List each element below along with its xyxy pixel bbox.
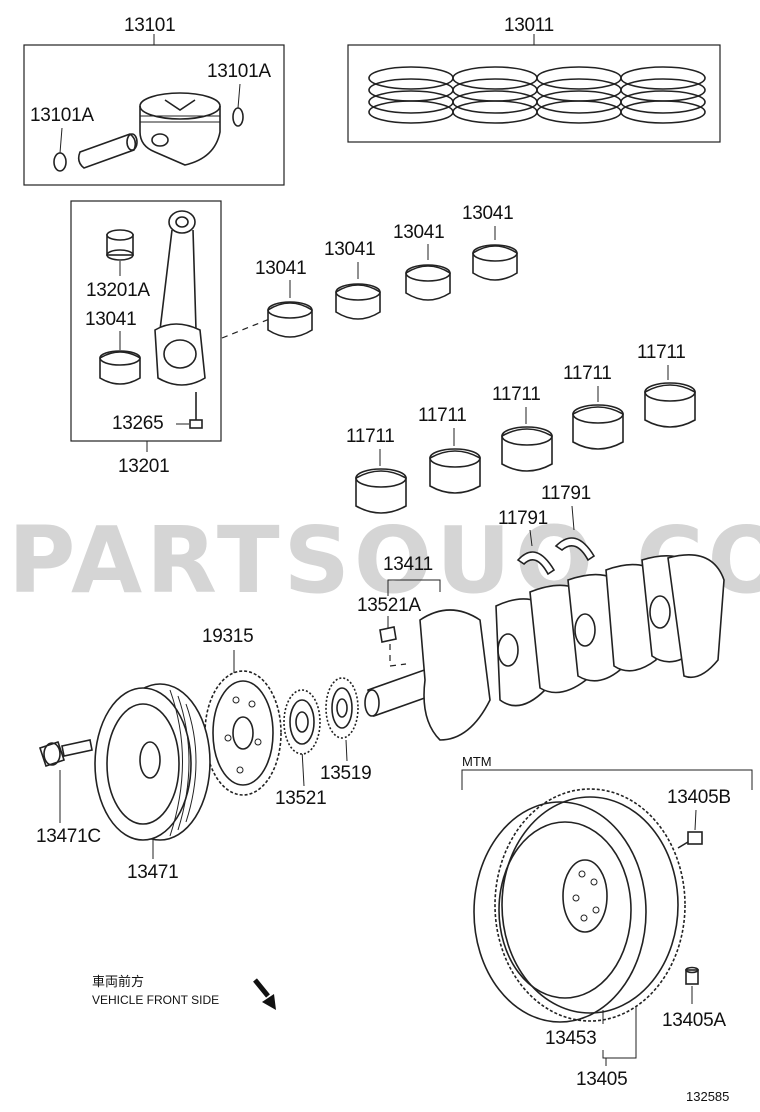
callout-11711-3[interactable]: 11711	[492, 384, 541, 405]
timing-rotor-part[interactable]	[204, 670, 282, 796]
thrust-washer-2-part[interactable]	[554, 537, 596, 562]
piston-group: 13101 13101A 13101A	[23, 15, 285, 186]
ring-set-1-part[interactable]	[368, 66, 454, 124]
main-bearing-1-part[interactable]	[355, 468, 407, 514]
callout-13471[interactable]: 13471	[127, 862, 179, 883]
snap-ring-right-part[interactable]	[232, 107, 244, 127]
callout-13101[interactable]: 13101	[124, 15, 176, 36]
callout-13521[interactable]: 13521	[275, 788, 327, 809]
crankshaft-part[interactable]	[364, 554, 725, 741]
variant-label: MTM	[462, 754, 492, 769]
callout-13405A[interactable]: 13405A	[662, 1010, 727, 1031]
conrod-bearings: 13041 13041 13041 13041	[255, 203, 518, 338]
conrod-bearing-in-box-part[interactable]	[99, 350, 141, 385]
ring-set-2-part[interactable]	[452, 66, 538, 124]
main-bearing-2-part[interactable]	[429, 448, 481, 494]
callout-13201A[interactable]: 13201A	[86, 280, 151, 301]
main-bearing-5-part[interactable]	[644, 382, 696, 428]
leader-13101A-right	[237, 83, 241, 109]
connecting-rod-box	[70, 200, 222, 442]
conrod-bearing-1-part[interactable]	[267, 301, 313, 338]
conrod-bushing-part[interactable]	[106, 229, 134, 261]
callout-13265[interactable]: 13265	[112, 413, 164, 434]
callout-13519[interactable]: 13519	[320, 763, 372, 784]
crank-pulley-part[interactable]	[94, 683, 211, 841]
snap-ring-left-part[interactable]	[53, 152, 67, 172]
callout-11711-1[interactable]: 11711	[346, 426, 395, 447]
connecting-rod-group: 13201 13201A 13041 13265	[70, 200, 222, 477]
conrod-bolt-part[interactable]	[189, 392, 203, 429]
callout-11791-1[interactable]: 11791	[498, 508, 548, 529]
callout-13041-in-box[interactable]: 13041	[85, 309, 137, 330]
pulley-bolt-part[interactable]	[38, 739, 93, 768]
leader-11791-2	[571, 505, 575, 531]
callout-11711-5[interactable]: 11711	[637, 342, 686, 363]
direction-note-japanese: 車両前方	[92, 974, 144, 989]
figure-number: 132585	[686, 1089, 729, 1104]
direction-note: 車両前方 VEHICLE FRONT SIDE	[92, 974, 276, 1010]
callout-11791-2[interactable]: 11791	[541, 483, 591, 504]
callout-13101A-left[interactable]: 13101A	[30, 105, 95, 126]
leader-13411	[387, 579, 441, 596]
piston-ring-group: 13011	[347, 15, 721, 143]
crank-sprocket-part[interactable]	[283, 689, 321, 755]
callout-13411[interactable]: 13411	[383, 554, 433, 575]
piston-part[interactable]	[139, 92, 221, 166]
direction-note-english: VEHICLE FRONT SIDE	[92, 993, 219, 1007]
crank-key-dash	[389, 644, 407, 667]
main-bearings: 11711 11711 11711 11711 11711	[346, 342, 696, 514]
callout-19315[interactable]: 19315	[202, 626, 254, 647]
callout-13471C[interactable]: 13471C	[36, 826, 101, 847]
crankshaft-group: 13411 13521A	[357, 554, 725, 741]
crank-key-part[interactable]	[379, 626, 397, 643]
conrod-bearing-4-part[interactable]	[472, 244, 518, 281]
flywheel-part[interactable]	[473, 788, 686, 1023]
leader-13101A-left	[59, 127, 63, 154]
ring-set-4-part[interactable]	[620, 66, 706, 124]
callout-13453[interactable]: 13453	[545, 1028, 597, 1049]
variant-bracket	[461, 769, 753, 790]
leader-11791-1	[529, 529, 533, 547]
conrod-bearing-3-part[interactable]	[405, 264, 451, 301]
callout-11711-2[interactable]: 11711	[418, 405, 467, 426]
callout-13405B[interactable]: 13405B	[667, 787, 731, 808]
callout-13041-3[interactable]: 13041	[393, 222, 445, 243]
callout-13041-1[interactable]: 13041	[255, 258, 307, 279]
callout-13011[interactable]: 13011	[504, 15, 554, 36]
thrust-washer-1-part[interactable]	[516, 551, 556, 576]
crank-gear-part[interactable]	[325, 677, 359, 739]
ring-set-3-part[interactable]	[536, 66, 622, 124]
leader-13405-bracket	[602, 1006, 637, 1059]
leader-13521	[301, 749, 305, 787]
callout-13521A[interactable]: 13521A	[357, 595, 422, 616]
front-end-group: 19315 13521 13519	[36, 626, 372, 883]
callout-11711-4[interactable]: 11711	[563, 363, 612, 384]
flywheel-pin-part[interactable]	[685, 966, 699, 985]
main-bearing-3-part[interactable]	[501, 426, 553, 472]
leader-13519	[345, 739, 348, 762]
callout-13201[interactable]: 13201	[118, 456, 170, 477]
callout-13041-4[interactable]: 13041	[462, 203, 514, 224]
leader-13405B	[694, 809, 697, 831]
flywheel-group: MTM 13405B 13405A 13453	[461, 754, 753, 1090]
flywheel-bolt-part[interactable]	[677, 831, 703, 849]
callout-13041-2[interactable]: 13041	[324, 239, 376, 260]
arrow-down-right-icon	[253, 978, 276, 1010]
main-bearing-4-part[interactable]	[572, 404, 624, 450]
conrod-bearing-2-part[interactable]	[335, 283, 381, 320]
assembly-dashed-line	[221, 317, 273, 339]
callout-13405[interactable]: 13405	[576, 1069, 628, 1090]
piston-pin-part[interactable]	[77, 133, 138, 169]
connecting-rod-part[interactable]	[154, 210, 206, 386]
callout-13101A-right[interactable]: 13101A	[207, 61, 272, 82]
thrust-washers: 11791 11791	[498, 483, 596, 576]
